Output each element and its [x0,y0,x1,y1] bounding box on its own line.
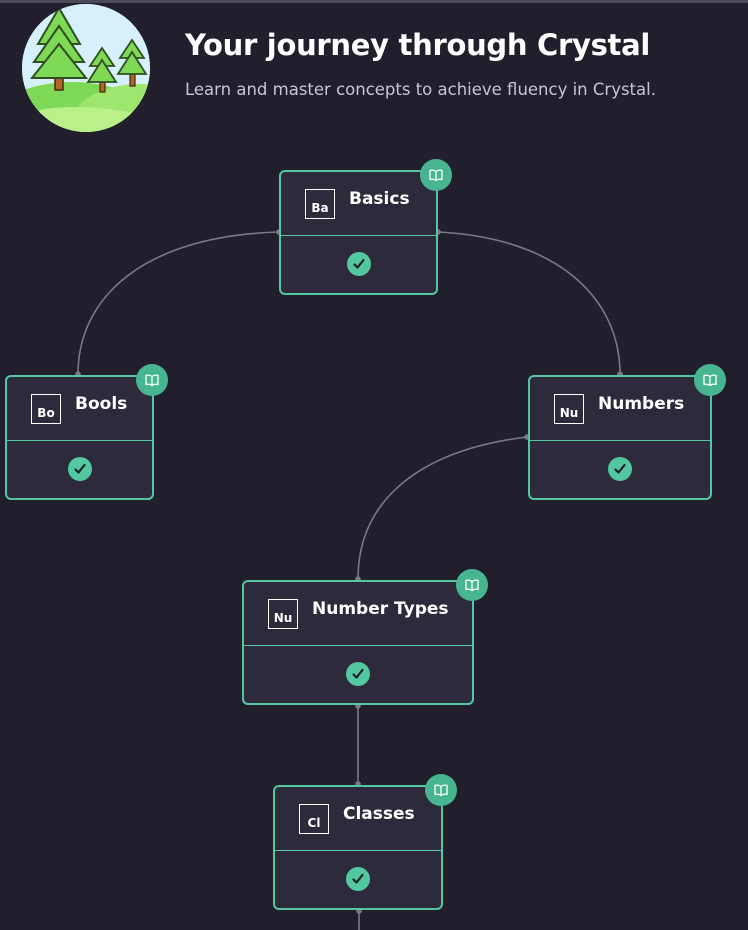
concept-card-classes[interactable]: Cl Classes [273,774,457,910]
page-title: Your journey through Crystal [185,28,651,62]
book-icon[interactable] [425,774,457,806]
concept-abbr-badge: Cl [299,803,329,834]
check-circle-icon [608,457,632,481]
concept-card-header: Ba Basics [281,172,436,236]
edge-basics-bools [77,231,280,375]
concept-title: Basics [349,188,410,209]
concept-abbr-badge: Nu [268,598,298,629]
concept-card-number-types[interactable]: Nu Number Types [242,569,488,705]
book-icon[interactable] [694,364,726,396]
concept-card-bools[interactable]: Bo Bools [5,364,168,500]
concept-card-header: Nu Number Types [244,582,472,646]
book-icon[interactable] [420,159,452,191]
concept-abbr-badge: Ba [305,188,335,219]
concept-title: Number Types [312,598,449,619]
concept-abbr-badge: Nu [554,393,584,424]
concept-abbr-badge: Bo [31,393,61,424]
edge-numbers-number-types [357,436,528,580]
check-circle-icon [67,457,92,481]
concept-title: Classes [343,803,415,824]
concept-card-header: Nu Numbers [530,377,710,441]
concept-status [281,236,436,292]
edge-basics-numbers [437,231,621,375]
top-border [0,0,748,3]
concept-card-header: Cl Classes [275,787,441,851]
concept-status [7,441,152,497]
check-circle-icon [346,867,370,891]
concept-card-header: Bo Bools [7,377,152,441]
page-subtitle: Learn and master concepts to achieve flu… [185,80,656,99]
concept-status [275,851,441,907]
concept-card-basics[interactable]: Ba Basics [279,159,452,295]
concept-status [244,646,472,702]
concept-title: Bools [75,393,128,414]
concept-status [530,441,710,497]
check-circle-icon [346,252,371,276]
concept-card-numbers[interactable]: Nu Numbers [528,364,726,500]
book-icon[interactable] [456,569,488,601]
check-circle-icon [346,662,370,686]
concept-title: Numbers [598,393,685,414]
book-icon[interactable] [136,364,168,396]
forest-hills-icon [22,4,150,132]
